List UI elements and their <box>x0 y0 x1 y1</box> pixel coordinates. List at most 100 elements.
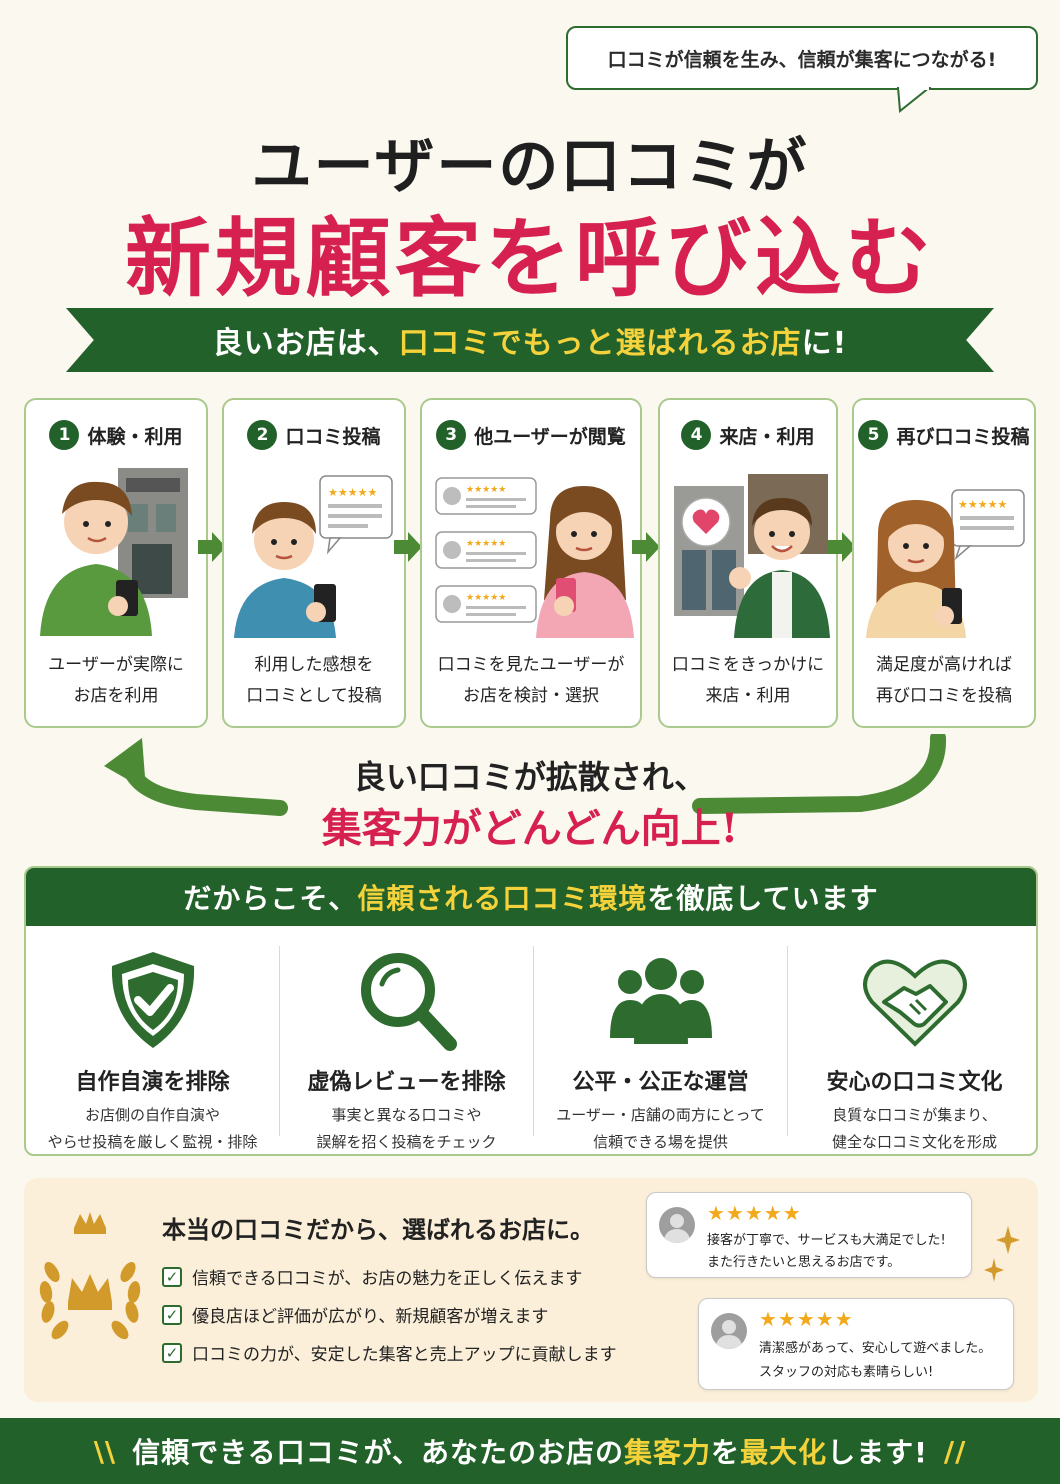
step-head: 2 口コミ投稿 <box>224 420 404 450</box>
slash-left-decoration: \\ <box>93 1434 117 1468</box>
check-text: 信頼できる口コミが、お店の魅力を正しく伝えます <box>192 1269 583 1289</box>
footer-post: します! <box>827 1436 928 1469</box>
footer-highlight-1: 集客力 <box>624 1436 712 1469</box>
step-card-4: 4 来店・利用 口コミをきっかけに 来店・利用 <box>658 398 838 728</box>
trust-head-highlight: 信頼される口コミ環境 <box>357 882 648 915</box>
step-head: 1 体験・利用 <box>26 420 206 450</box>
banner-pre: 良いお店は、 <box>212 326 399 361</box>
arrow-right-icon <box>632 532 660 562</box>
footer-mid: を <box>711 1436 741 1469</box>
step-desc-line1: 口コミを見たユーザーが <box>437 655 625 675</box>
feature-desc-line1: 事実と異なる口コミや <box>331 1106 482 1124</box>
feature-fair-operation: 公平・公正な運営 ユーザー・店舗の両方にとって 信頼できる場を提供 <box>534 926 787 1154</box>
crown-laurel-icon <box>39 1212 141 1340</box>
user-avatar-icon <box>715 1320 743 1349</box>
feature-title: 公平・公正な運営 <box>572 1070 749 1095</box>
trust-head-pre: だからこそ、 <box>183 882 358 915</box>
magnifier-icon <box>360 953 457 1051</box>
step-label: 体験・利用 <box>87 425 183 448</box>
feature-title: 安心の口コミ文化 <box>826 1070 1003 1095</box>
feature-safe-review-culture: 安心の口コミ文化 良質な口コミが集まり、 健全な口コミ文化を形成 <box>788 926 1036 1154</box>
feature-desc-line2: 信頼できる場を提供 <box>593 1133 728 1151</box>
top-bubble-text: 口コミが信頼を生み、信頼が集客につながる! <box>607 48 997 71</box>
feature-desc-line2: 誤解を招く投稿をチェック <box>316 1133 497 1151</box>
step-description: 口コミを見たユーザーが お店を検討・選択 <box>422 650 640 712</box>
user-posting-review-icon: ★★★★★ <box>234 475 393 638</box>
step-description: ユーザーが実際に お店を利用 <box>26 650 206 712</box>
check-item: ✓ 信頼できる口コミが、お店の魅力を正しく伝えます <box>162 1264 582 1289</box>
checkmark-icon: ✓ <box>162 1342 182 1363</box>
step-description: 利用した感想を 口コミとして投稿 <box>224 650 404 712</box>
step-label: 他ユーザーが閲覧 <box>474 425 626 448</box>
svg-text:★★★★★: ★★★★★ <box>466 485 506 495</box>
sparkle-icon <box>984 1226 1020 1282</box>
review-line1: 清潔感があって、安心して遊べました。 <box>759 1341 992 1356</box>
feature-description: 良質な口コミが集まり、 健全な口コミ文化を形成 <box>788 1102 1036 1154</box>
feature-no-false-reviews: 虚偽レビューを排除 事実と異なる口コミや 誤解を招く投稿をチェック <box>280 926 533 1154</box>
callout-title: 本当の口コミだから、選ばれるお店に。 <box>162 1216 594 1244</box>
shield-check-icon <box>111 952 194 1048</box>
star-rating: ★★★★★ <box>759 1307 854 1331</box>
review-card: ★★★★★ 接客が丁寧で、サービスも大満足でした! また行きたいと思えるお店です… <box>646 1192 972 1278</box>
loop-text-line1: 良い口コミが拡散され、 <box>353 758 707 796</box>
feature-title: 自作自演を排除 <box>75 1070 230 1095</box>
check-item: ✓ 優良店ほど評価が広がり、新規顧客が増えます <box>162 1302 548 1327</box>
banner-highlight: 口コミでもっと選ばれるお店 <box>398 326 802 361</box>
checkmark-icon: ✓ <box>162 1266 182 1287</box>
top-speech-bubble: 口コミが信頼を生み、信頼が集客につながる! <box>566 26 1038 90</box>
step-desc-line2: 口コミとして投稿 <box>246 686 382 706</box>
review-line1: 接客が丁寧で、サービスも大満足でした! <box>707 1233 946 1248</box>
feature-desc-line1: 良質な口コミが集まり、 <box>832 1106 997 1124</box>
feature-desc-line1: ユーザー・店舗の両方にとって <box>556 1106 765 1124</box>
step-number: 4 <box>681 420 712 450</box>
step-number: 2 <box>247 420 278 450</box>
star-rating: ★★★★★ <box>707 1201 802 1225</box>
step-desc-line1: 利用した感想を <box>254 655 374 675</box>
headline-line2: 新規顧客を呼び込む <box>125 208 935 309</box>
arrow-right-icon <box>394 532 422 562</box>
feature-desc-line1: お店側の自作自演や <box>84 1106 220 1124</box>
trust-header: だからこそ、信頼される口コミ環境を徹底しています <box>26 868 1036 926</box>
review-line2: また行きたいと思えるお店です。 <box>707 1255 901 1270</box>
step-label: 口コミ投稿 <box>285 425 381 448</box>
headline-line1: ユーザーの口コミが <box>251 132 809 202</box>
banner-post: に! <box>801 326 848 361</box>
step-number: 5 <box>858 420 889 450</box>
step-desc-line2: お店を利用 <box>73 686 159 706</box>
step-description: 満足度が高ければ 再び口コミを投稿 <box>854 650 1034 712</box>
svg-text:★★★★★: ★★★★★ <box>958 498 1007 511</box>
trust-section: だからこそ、信頼される口コミ環境を徹底しています 自作自演を排除 お店側の自作自… <box>24 866 1038 1156</box>
footer-banner: \\ 信頼できる口コミが、あなたのお店の集客力を最大化します! // <box>0 1418 1060 1484</box>
feature-desc-line2: やらせ投稿を厳しく監視・排除 <box>47 1133 258 1151</box>
footer-pre: 信頼できる口コミが、あなたのお店の <box>132 1436 625 1469</box>
feature-no-fake-posts: 自作自演を排除 お店側の自作自演や やらせ投稿を厳しく監視・排除 <box>26 926 279 1154</box>
loop-text-line2: 集客力がどんどん向上! <box>321 805 739 852</box>
feature-divider <box>279 946 280 1136</box>
step-desc-line2: 来店・利用 <box>705 686 791 706</box>
feature-title: 虚偽レビューを排除 <box>307 1070 506 1095</box>
svg-text:★★★★★: ★★★★★ <box>466 593 506 603</box>
arrow-right-icon <box>828 532 856 562</box>
step-label: 再び口コミ投稿 <box>896 425 1030 448</box>
review-line2: スタッフの対応も素晴らしい! <box>759 1365 934 1380</box>
step-number: 1 <box>49 420 80 450</box>
check-text: 口コミの力が、安定した集客と売上アップに貢献します <box>192 1345 617 1365</box>
avatar <box>659 1207 695 1243</box>
step-number: 3 <box>436 420 467 450</box>
step-head: 5 再び口コミ投稿 <box>854 420 1034 450</box>
step-card-1: 1 体験・利用 ユーザーが実際に お店を利用 <box>24 398 208 728</box>
feature-description: ユーザー・店舗の両方にとって 信頼できる場を提供 <box>534 1102 787 1154</box>
feature-description: 事実と異なる口コミや 誤解を招く投稿をチェック <box>280 1102 533 1154</box>
checkmark-icon: ✓ <box>162 1304 182 1325</box>
feature-divider <box>533 946 534 1136</box>
feature-description: お店側の自作自演や やらせ投稿を厳しく監視・排除 <box>26 1102 279 1154</box>
slash-right-decoration: // <box>943 1434 967 1468</box>
step-desc-line2: 再び口コミを投稿 <box>876 686 1012 706</box>
check-text: 優良店ほど評価が広がり、新規顧客が増えます <box>192 1307 549 1327</box>
avatar <box>711 1313 747 1349</box>
user-reading-reviews-icon: ★★★★★ ★★★★★ ★★★★★ <box>435 477 634 638</box>
step-card-2: 2 口コミ投稿 ★★★★★ 利用した感想を 口コミとして投稿 <box>222 398 406 728</box>
loop-curved-arrow-icon <box>104 734 947 816</box>
svg-text:★★★★★: ★★★★★ <box>466 539 506 549</box>
svg-text:★★★★★: ★★★★★ <box>328 486 377 499</box>
